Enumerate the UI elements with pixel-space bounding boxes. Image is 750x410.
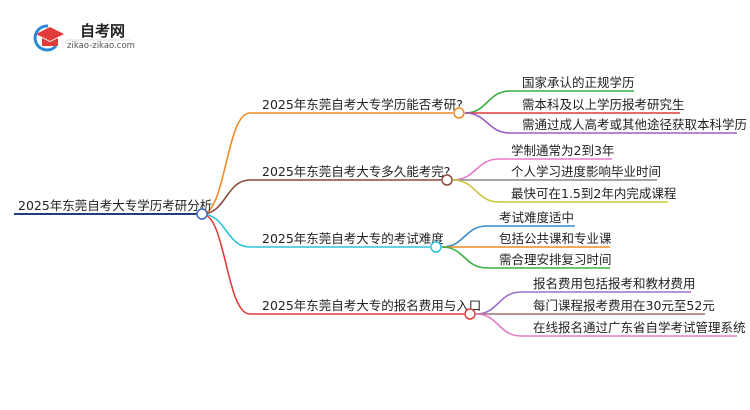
branch-connector: [201, 213, 430, 248]
leaf-connector: [441, 246, 610, 269]
leaf-node[interactable]: 报名费用包括报考和教材费用: [533, 276, 696, 291]
collapse-toggle[interactable]: [453, 107, 465, 119]
leaf-node[interactable]: 包括公共课和专业课: [499, 231, 612, 246]
branch-node[interactable]: 2025年东莞自考大专多久能考完?: [262, 164, 450, 179]
leaf-node[interactable]: 国家承认的正规学历: [522, 75, 635, 90]
logo-subtitle: zikao-zikao.com: [67, 41, 135, 51]
leaf-node[interactable]: 需合理安排复习时间: [499, 252, 612, 267]
leaf-connector: [452, 179, 668, 203]
leaf-node[interactable]: 最快可在1.5到2年内完成课程: [511, 186, 677, 201]
graduation-cap-icon: [36, 27, 64, 46]
logo-ring-icon: [33, 24, 58, 52]
leaf-node[interactable]: 需通过成人高考或其他途径获取本科学历: [522, 117, 747, 132]
root-collapse-toggle[interactable]: [196, 208, 208, 220]
collapse-toggle[interactable]: [430, 241, 442, 253]
branch-connector: [201, 112, 453, 215]
branch-connector: [201, 213, 464, 315]
leaf-node[interactable]: 在线报名通过广东省自学考试管理系统: [533, 320, 746, 335]
root-node[interactable]: 2025年东莞自考大专学历考研分析: [18, 198, 212, 213]
leaf-node[interactable]: 需本科及以上学历报考研究生: [522, 97, 685, 112]
leaf-node[interactable]: 学制通常为2到3年: [511, 143, 614, 158]
logo: 自考网 zikao-zikao.com: [33, 22, 135, 52]
collapse-toggle[interactable]: [464, 308, 476, 320]
branch-node[interactable]: 2025年东莞自考大专的考试难度: [262, 231, 444, 246]
branch-node[interactable]: 2025年东莞自考大专的报名费用与入口: [262, 298, 481, 313]
leaf-connector: [464, 112, 737, 134]
logo-title: 自考网: [80, 22, 125, 40]
leaf-node[interactable]: 个人学习进度影响毕业时间: [511, 164, 661, 179]
leaf-connector: [475, 313, 737, 337]
leaf-node[interactable]: 每门课程报考费用在30元至52元: [533, 298, 715, 313]
collapse-toggle[interactable]: [441, 174, 453, 186]
branch-connector: [201, 179, 441, 215]
branch-node[interactable]: 2025年东莞自考大专学历能否考研?: [262, 97, 463, 112]
leaf-node[interactable]: 考试难度适中: [499, 210, 574, 225]
